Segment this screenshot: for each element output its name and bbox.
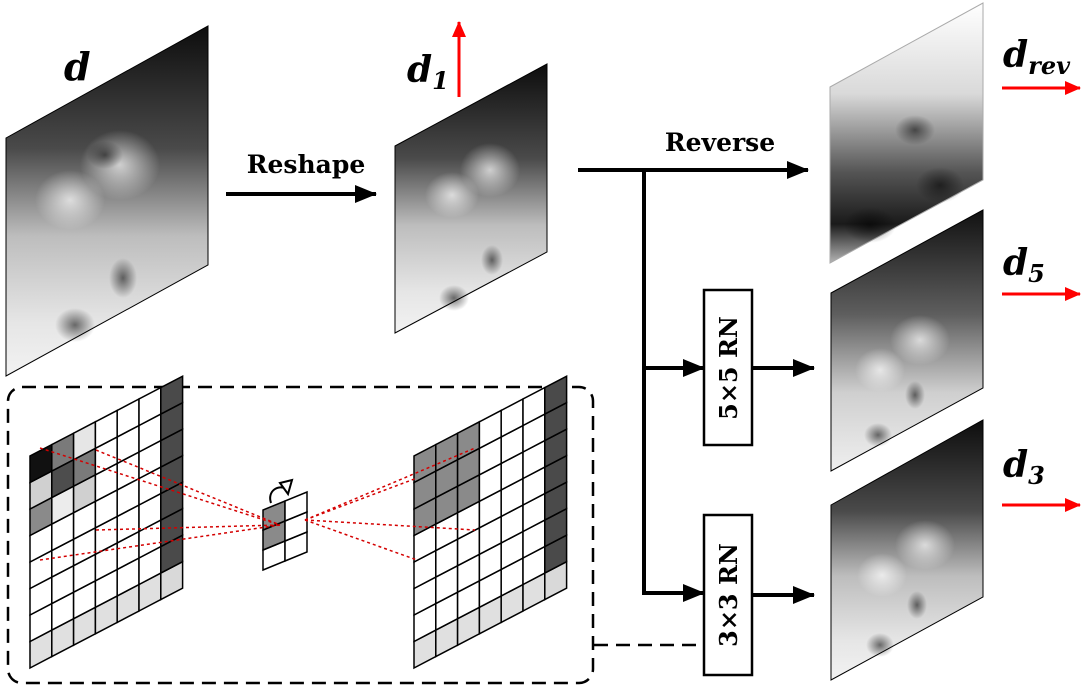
symbol-d3-sub: 3 [1028,461,1045,490]
dotted-link [304,447,476,521]
dotted-link [39,524,281,561]
dotted-link [95,524,281,531]
dotted-link [304,519,418,561]
inset-left-grid [29,374,184,670]
dotted-link [304,519,476,531]
depth-map-d1 [394,63,548,334]
symbol-d5: d5 [1003,242,1045,288]
grid-cell [160,374,184,416]
rn3-box: 3×3 RN [702,513,754,677]
depth-map-d3 [830,419,984,681]
symbol-drev-sub: rev [1028,51,1071,80]
depth-map-d [5,25,209,377]
grid-cell [544,374,568,416]
rotate-arrowhead-icon [278,478,294,497]
rn5-label: 5×5 RN [714,316,743,420]
reverse-label: Reverse [665,128,775,157]
symbol-d: d [64,44,91,89]
depth-map-d5 [830,209,984,472]
dotted-link [39,447,281,526]
symbol-d5-sub: 5 [1028,259,1045,288]
inset-frame [6,385,595,685]
symbol-d1-sub: 1 [432,66,449,95]
inset-right-grid [413,374,568,670]
symbol-d1-base: d [407,49,432,91]
rn3-label: 3×3 RN [714,543,743,647]
inset-dotted-links [39,447,476,561]
reshape-label: Reshape [247,150,366,179]
kernel-cell [284,490,308,523]
symbol-d3: d3 [1003,444,1045,490]
inset-kernel [262,490,308,572]
symbol-drev: drev [1003,34,1071,80]
dotted-link [304,477,418,521]
symbol-drev-base: d [1003,34,1028,76]
depth-map-drev [829,2,984,264]
symbol-d5-base: d [1003,242,1028,284]
rn5-box: 5×5 RN [702,288,754,447]
symbol-d3-base: d [1003,444,1028,486]
symbol-d1: d1 [407,49,449,95]
